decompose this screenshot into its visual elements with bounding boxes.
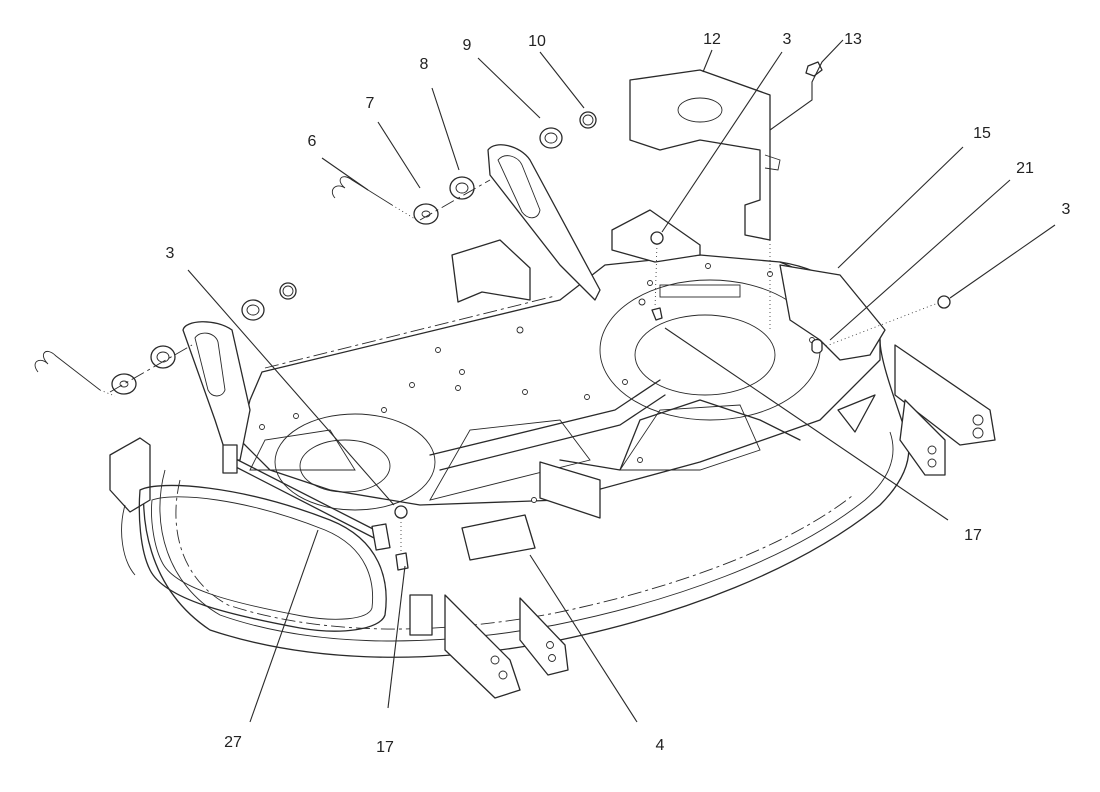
part-3-nut-top xyxy=(650,231,664,245)
upright-bracket-front xyxy=(182,321,251,461)
deck-top-dash xyxy=(264,295,556,369)
callout-8: 8 xyxy=(419,56,429,73)
spindle-ring-right-inner xyxy=(634,314,776,396)
part-17-bolt-bottom xyxy=(395,552,409,571)
front-hitch-left-hole-a xyxy=(490,655,500,665)
rear-bracket-left xyxy=(451,239,531,303)
lower-bracket xyxy=(409,594,433,636)
part-27-rod xyxy=(227,454,379,541)
callout-3-left: 3 xyxy=(165,245,175,262)
deck-front-tab xyxy=(539,461,601,519)
part-13-screw xyxy=(805,61,823,77)
callout-3-top: 3 xyxy=(782,31,792,48)
callout-21: 21 xyxy=(1016,160,1034,177)
hardware-axis-front xyxy=(109,344,193,393)
hairpin-dash-front xyxy=(99,389,116,397)
part-8-bushing-rear-inner xyxy=(455,182,469,194)
side-shield-arrow xyxy=(837,394,876,433)
deck-rib-lower xyxy=(559,399,801,471)
callout-12: 12 xyxy=(703,31,721,48)
part-10-ring-rear xyxy=(579,111,597,129)
leader-lines xyxy=(187,39,1056,723)
upright-bracket-rear xyxy=(487,144,601,301)
part-8-bushing-front xyxy=(150,345,176,369)
deck-holes xyxy=(259,263,815,505)
part-12-chute-bracket xyxy=(629,69,771,241)
hardware-axis-rear xyxy=(419,179,491,221)
front-hitch-right-hole-a xyxy=(546,641,554,649)
part-27-clamp xyxy=(222,444,238,474)
deck-decal-top xyxy=(659,284,741,298)
callout-27: 27 xyxy=(224,734,242,751)
front-hitch-right xyxy=(519,597,569,676)
deck-pocket-b xyxy=(619,404,761,471)
front-belt-shield xyxy=(138,484,387,632)
callout-3-right: 3 xyxy=(1061,201,1071,218)
deck-pocket-c xyxy=(249,429,356,471)
part-10-ring-rear-hole xyxy=(582,114,594,126)
upright-bracket-rear-slot xyxy=(497,155,541,219)
front-belt-shield-inner xyxy=(151,496,374,620)
upright-bracket-front-slot xyxy=(194,332,226,397)
part-8-bushing-rear xyxy=(449,176,475,200)
left-deck-edge xyxy=(121,504,136,576)
callout-17-bottom: 17 xyxy=(376,739,394,756)
deck-pocket-a xyxy=(429,419,591,501)
part-21-carriage-bolt xyxy=(811,338,823,354)
part-9-washer-front xyxy=(241,299,265,321)
callout-15: 15 xyxy=(973,125,991,142)
part-9-washer-rear xyxy=(539,127,563,149)
left-front-bracket xyxy=(109,437,151,513)
right-hitch-hole-b xyxy=(972,427,984,439)
spindle-ring-left-inner xyxy=(299,439,391,493)
callout-9: 9 xyxy=(462,37,472,54)
right-hitch-hole-a xyxy=(972,414,984,426)
part-6-hairpin-clip-front xyxy=(34,351,101,391)
callout-7: 7 xyxy=(365,95,375,112)
hairpin-dash-rear xyxy=(391,204,421,223)
right-hitch-lower-hole-b xyxy=(927,458,937,468)
front-hitch-left xyxy=(444,594,521,699)
align-line-nut-top xyxy=(654,243,658,309)
part-12-hole xyxy=(677,97,723,123)
part-3-nut-right xyxy=(937,295,951,309)
part-3-nut-left xyxy=(394,505,408,519)
part-7-washer-rear xyxy=(413,203,439,225)
callout-13: 13 xyxy=(844,31,862,48)
part-27-end-block xyxy=(371,523,391,551)
part-7-washer-front xyxy=(111,373,137,395)
part-6-hairpin-clip-rear xyxy=(331,176,393,206)
front-hitch-left-hole-b xyxy=(498,670,508,680)
part-15-side-shield xyxy=(779,264,886,361)
part-7-washer-front-hole xyxy=(119,380,129,388)
right-hitch-lower-hole-a xyxy=(927,445,937,455)
part-9-washer-front-hole xyxy=(246,304,260,316)
callout-4: 4 xyxy=(655,737,665,754)
part-10-ring-front xyxy=(279,282,297,300)
callout-17-right: 17 xyxy=(964,527,982,544)
part-4-decal xyxy=(461,514,536,561)
front-hitch-right-hole-b xyxy=(548,654,556,662)
part-10-ring-front-hole xyxy=(282,285,294,297)
right-hitch-lower xyxy=(899,399,946,476)
deck-rib-center xyxy=(429,379,666,471)
callout-10: 10 xyxy=(528,33,546,50)
callout-6: 6 xyxy=(307,133,317,150)
part-17-bolt-right xyxy=(651,307,663,321)
right-hitch-upper xyxy=(894,344,996,446)
part-9-washer-rear-hole xyxy=(544,132,558,144)
spindle-ring-left xyxy=(274,413,436,511)
part-12-slot xyxy=(764,154,781,171)
